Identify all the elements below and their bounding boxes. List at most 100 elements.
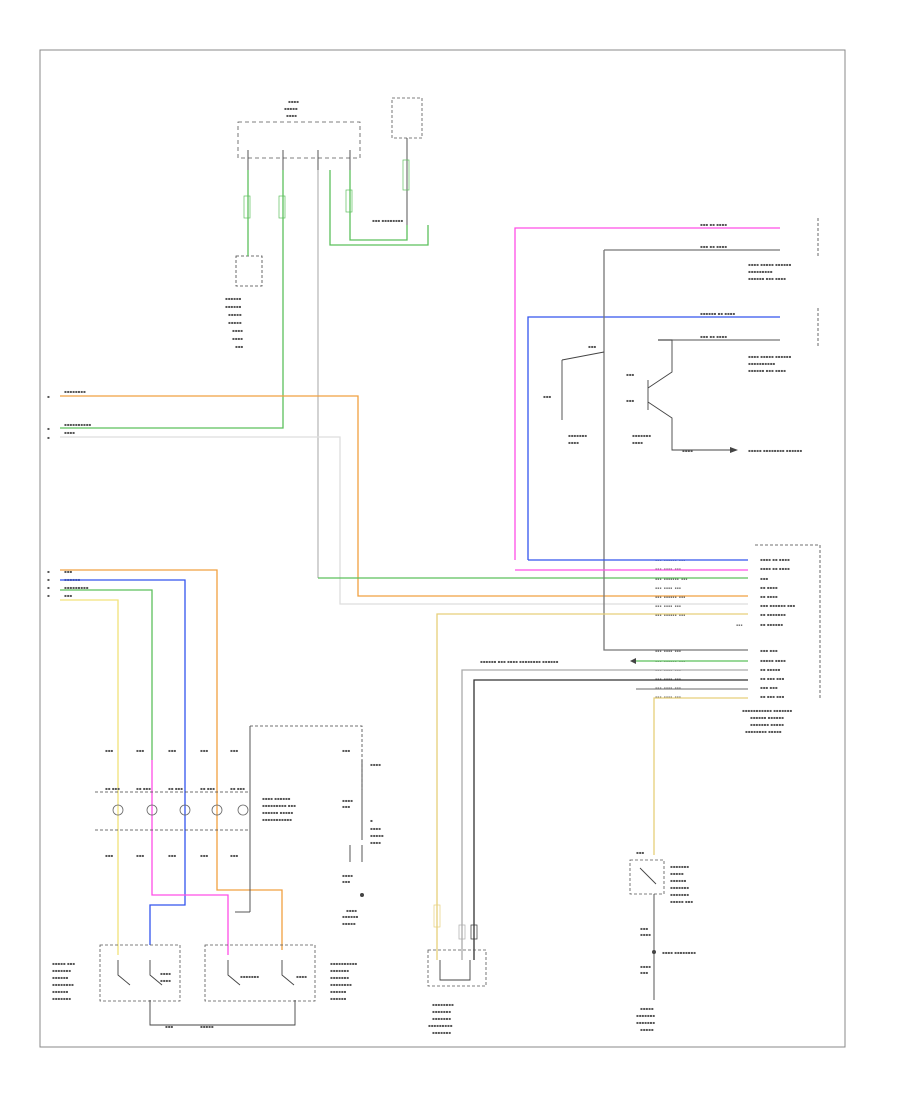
svg-text:▪▪ ▪▪▪▪▪▪▪: ▪▪ ▪▪▪▪▪▪▪ <box>760 612 786 617</box>
svg-text:▪▪▪▪▪ ▪▪▪: ▪▪▪▪▪ ▪▪▪ <box>52 961 75 966</box>
svg-text:▪▪▪▪▪▪▪: ▪▪▪▪▪▪▪ <box>670 864 689 869</box>
svg-text:▪▪▪▪▪▪▪▪▪▪: ▪▪▪▪▪▪▪▪▪▪ <box>64 422 91 427</box>
svg-text:▪▪▪▪ ▪▪ ▪▪▪▪: ▪▪▪▪ ▪▪ ▪▪▪▪ <box>760 557 790 562</box>
svg-text:▪▪▪▪▪: ▪▪▪▪▪ <box>370 833 384 838</box>
connector-pins-bottom <box>433 904 478 940</box>
svg-text:▪▪▪▪▪▪▪ ▪▪▪▪▪: ▪▪▪▪▪▪▪ ▪▪▪▪▪ <box>750 722 784 727</box>
svg-text:▪▪▪: ▪▪▪ <box>640 970 648 975</box>
svg-text:▪▪▪▪▪▪▪▪: ▪▪▪▪▪▪▪▪ <box>432 1002 454 1007</box>
svg-text:▪▪▪▪▪▪▪▪▪▪: ▪▪▪▪▪▪▪▪▪▪ <box>330 961 357 966</box>
vehicle-speed-sensor: ▪▪▪▪▪▪▪▪ ▪▪▪▪▪▪▪ ▪▪▪▪▪▪▪ ▪▪▪▪▪▪▪▪▪ ▪▪▪▪▪… <box>427 949 487 1035</box>
svg-text:▪▪▪▪▪ ▪▪▪▪: ▪▪▪▪▪ ▪▪▪▪ <box>760 658 786 663</box>
svg-text:▪▪▪▪▪ ▪▪▪: ▪▪▪▪▪ ▪▪▪ <box>670 899 693 904</box>
wire-green-top-4 <box>329 170 429 246</box>
wire-green-top-2 <box>60 170 284 429</box>
svg-text:▪▪▪: ▪▪▪ <box>626 372 634 377</box>
svg-text:▪▪▪: ▪▪▪ <box>342 748 350 753</box>
svg-text:▪▪▪▪ ▪▪▪▪▪ ▪▪▪▪▪▪: ▪▪▪▪ ▪▪▪▪▪ ▪▪▪▪▪▪ <box>748 354 791 359</box>
wire-green-top-5 <box>349 170 408 241</box>
svg-text:▪▪▪▪: ▪▪▪▪ <box>632 440 643 445</box>
top-connector-module: ▪▪▪▪ ▪▪▪▪▪ ▪▪▪▪ <box>237 99 361 170</box>
svg-text:▪▪▪▪▪▪▪: ▪▪▪▪▪▪▪ <box>670 892 689 897</box>
svg-text:▪▪▪▪▪: ▪▪▪▪▪ <box>640 1027 654 1032</box>
svg-text:▪▪▪: ▪▪▪ <box>342 804 350 809</box>
svg-text:▪▪▪: ▪▪▪ <box>168 853 176 858</box>
svg-text:▪▪▪▪▪▪▪: ▪▪▪▪▪▪▪ <box>568 433 587 438</box>
svg-text:▪▪▪ ▪▪▪▪ ▪▪▪: ▪▪▪ ▪▪▪▪ ▪▪▪ <box>655 604 681 608</box>
svg-text:▪▪▪▪▪▪▪: ▪▪▪▪▪▪▪ <box>636 1020 655 1025</box>
svg-text:▪▪▪▪▪▪▪: ▪▪▪▪▪▪▪ <box>330 968 349 973</box>
wire-black-pcm <box>473 679 748 960</box>
wire-yellow-lower <box>60 599 119 955</box>
svg-text:▪▪▪▪▪▪ ▪▪▪ ▪▪▪▪ ▪▪▪▪▪▪▪▪ ▪▪▪▪▪: ▪▪▪▪▪▪ ▪▪▪ ▪▪▪▪ ▪▪▪▪▪▪▪▪ ▪▪▪▪▪▪ <box>480 659 559 664</box>
svg-text:▪▪▪ ▪▪▪▪ ▪▪▪: ▪▪▪ ▪▪▪▪ ▪▪▪ <box>655 586 681 590</box>
svg-text:▪▪▪: ▪▪▪ <box>200 853 208 858</box>
wire-pink-fuel-sensor <box>514 227 780 560</box>
powertrain-control-module-connector: ▪▪▪ ▪▪▪▪▪▪ ▪▪▪ ▪▪▪ ▪▪▪▪ ▪▪▪ ▪▪▪ ▪▪▪▪▪▪▪ … <box>655 544 821 734</box>
svg-text:▪▪▪▪: ▪▪▪▪ <box>568 440 579 445</box>
svg-text:▪▪ ▪▪▪ ▪▪▪: ▪▪ ▪▪▪ ▪▪▪ <box>760 676 785 681</box>
wire-blue-lower <box>60 579 186 945</box>
transistor-symbol: ▪▪▪ ▪▪▪ ▪▪▪▪▪▪▪ ▪▪▪▪ ▪▪▪▪ ▪▪▪▪▪ ▪▪▪▪▪▪▪▪… <box>626 339 802 453</box>
wire-orange-left <box>60 395 748 597</box>
svg-text:▪▪▪: ▪▪▪ <box>105 748 113 753</box>
svg-text:▪▪▪ ▪▪▪: ▪▪▪ ▪▪▪ <box>760 685 778 690</box>
svg-text:▪▪▪: ▪▪▪ <box>200 748 208 753</box>
svg-text:▪▪▪▪▪▪: ▪▪▪▪▪▪ <box>330 989 347 994</box>
svg-text:▪▪▪ ▪▪▪▪ ▪▪▪: ▪▪▪ ▪▪▪▪ ▪▪▪ <box>655 695 681 699</box>
svg-text:▪▪▪▪▪▪▪▪▪: ▪▪▪▪▪▪▪▪▪ <box>428 1023 453 1028</box>
svg-text:▪▪ ▪▪▪: ▪▪ ▪▪▪ <box>105 786 120 791</box>
svg-text:▪▪▪▪▪▪▪: ▪▪▪▪▪▪▪ <box>432 1016 451 1021</box>
svg-text:▪▪ ▪▪▪: ▪▪ ▪▪▪ <box>168 786 183 791</box>
svg-text:▪▪ ▪▪▪▪▪: ▪▪ ▪▪▪▪▪ <box>760 667 781 672</box>
svg-text:▪▪▪▪▪▪: ▪▪▪▪▪▪ <box>52 989 69 994</box>
svg-text:▪▪▪: ▪▪▪ <box>736 623 743 627</box>
svg-text:▪▪▪▪▪▪ ▪▪▪▪▪: ▪▪▪▪▪▪ ▪▪▪▪▪ <box>262 810 293 815</box>
svg-text:▪▪▪▪▪ ▪▪▪▪▪▪▪▪ ▪▪▪▪▪▪: ▪▪▪▪▪ ▪▪▪▪▪▪▪▪ ▪▪▪▪▪▪ <box>748 448 802 453</box>
instrument-cluster-connector-row: ▪▪▪ ▪▪▪ ▪▪▪ ▪▪▪ ▪▪▪ ▪▪ ▪▪▪ ▪▪ ▪▪▪ ▪▪ ▪▪▪… <box>95 748 250 858</box>
svg-text:▪▪▪▪: ▪▪▪▪ <box>370 826 381 831</box>
svg-text:▪: ▪ <box>47 426 50 431</box>
svg-text:▪▪▪: ▪▪▪ <box>64 593 72 598</box>
svg-text:▪▪▪▪: ▪▪▪▪ <box>286 113 297 118</box>
svg-text:▪▪ ▪▪▪: ▪▪ ▪▪▪ <box>230 786 245 791</box>
svg-text:▪: ▪ <box>370 818 373 823</box>
svg-text:▪▪ ▪▪▪ ▪▪▪: ▪▪ ▪▪▪ ▪▪▪ <box>760 694 785 699</box>
svg-text:▪▪▪ ▪▪▪▪ ▪▪▪: ▪▪▪ ▪▪▪▪ ▪▪▪ <box>655 686 681 690</box>
svg-text:▪▪▪▪▪: ▪▪▪▪▪ <box>200 1024 214 1029</box>
svg-text:▪▪▪ ▪▪▪▪▪▪ ▪▪▪: ▪▪▪ ▪▪▪▪▪▪ ▪▪▪ <box>655 595 685 599</box>
svg-text:▪▪▪▪▪▪▪▪: ▪▪▪▪▪▪▪▪ <box>64 389 86 394</box>
svg-text:▪▪▪▪▪▪▪: ▪▪▪▪▪▪▪ <box>632 433 651 438</box>
svg-text:▪▪▪▪▪▪▪▪▪: ▪▪▪▪▪▪▪▪▪ <box>64 585 89 590</box>
svg-text:▪▪▪▪: ▪▪▪▪ <box>288 99 299 104</box>
svg-text:▪▪▪▪▪▪ ▪▪▪ ▪▪▪▪: ▪▪▪▪▪▪ ▪▪▪ ▪▪▪▪ <box>748 368 786 373</box>
fuel-level-sensor-1: ▪▪▪ ▪▪ ▪▪▪▪ ▪▪▪ ▪▪ ▪▪▪▪ ▪▪▪▪ ▪▪▪▪▪ ▪▪▪▪▪… <box>700 218 819 281</box>
svg-text:▪▪▪▪▪▪▪: ▪▪▪▪▪▪▪ <box>432 1030 451 1035</box>
svg-text:▪: ▪ <box>47 593 50 598</box>
svg-text:▪▪▪: ▪▪▪ <box>636 850 644 855</box>
svg-text:▪▪▪ ▪▪▪▪▪▪ ▪▪▪: ▪▪▪ ▪▪▪▪▪▪ ▪▪▪ <box>760 603 795 608</box>
svg-text:▪▪▪ ▪▪▪▪ ▪▪▪: ▪▪▪ ▪▪▪▪ ▪▪▪ <box>655 649 681 653</box>
svg-text:▪▪▪: ▪▪▪ <box>640 926 648 931</box>
svg-text:▪▪▪▪ ▪▪▪▪▪ ▪▪▪▪▪▪: ▪▪▪▪ ▪▪▪▪▪ ▪▪▪▪▪▪ <box>748 262 791 267</box>
splice-junction: ▪▪▪ ▪▪▪ ▪▪▪▪▪▪▪ ▪▪▪▪ <box>543 344 605 445</box>
svg-text:▪: ▪ <box>47 577 50 582</box>
svg-text:▪▪▪: ▪▪▪ <box>230 748 238 753</box>
svg-text:▪▪▪▪▪▪: ▪▪▪▪▪▪ <box>225 304 242 309</box>
svg-text:▪▪▪▪: ▪▪▪▪ <box>370 840 381 845</box>
svg-text:▪▪▪▪▪▪▪▪: ▪▪▪▪▪▪▪▪ <box>330 982 352 987</box>
svg-text:▪▪ ▪▪▪: ▪▪ ▪▪▪ <box>136 786 151 791</box>
wire-gray-sensor-2 <box>603 250 748 651</box>
svg-text:▪▪▪▪▪▪▪: ▪▪▪▪▪▪▪ <box>52 968 71 973</box>
svg-text:▪▪▪▪▪▪▪▪▪ ▪▪▪: ▪▪▪▪▪▪▪▪▪ ▪▪▪ <box>262 803 296 808</box>
svg-text:▪▪▪: ▪▪▪ <box>235 344 243 349</box>
svg-text:▪▪▪▪ ▪▪▪▪▪▪: ▪▪▪▪ ▪▪▪▪▪▪ <box>262 796 291 801</box>
svg-text:▪▪▪▪▪: ▪▪▪▪▪ <box>640 1006 654 1011</box>
svg-text:▪▪▪▪: ▪▪▪▪ <box>232 336 243 341</box>
svg-text:▪▪▪ ▪▪▪▪▪▪ ▪▪▪: ▪▪▪ ▪▪▪▪▪▪ ▪▪▪ <box>655 613 685 617</box>
wire-pink-lower <box>151 760 229 955</box>
svg-text:▪▪▪▪: ▪▪▪▪ <box>342 798 353 803</box>
svg-text:▪▪▪▪▪: ▪▪▪▪▪ <box>284 106 298 111</box>
svg-text:▪▪▪ ▪▪▪▪▪▪▪ ▪▪▪: ▪▪▪ ▪▪▪▪▪▪▪ ▪▪▪ <box>655 577 687 581</box>
